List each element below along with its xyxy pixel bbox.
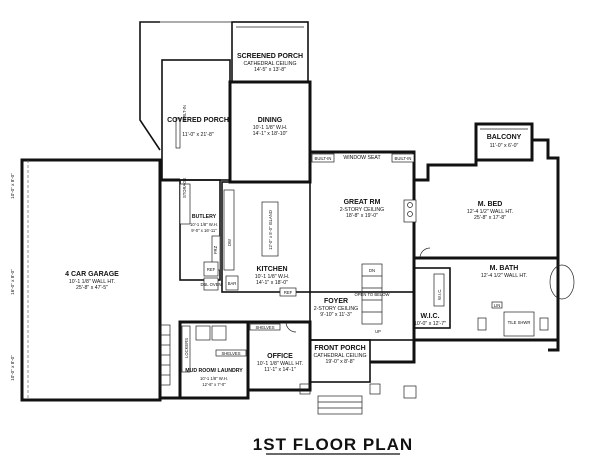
shelves-label-2: SHELVES [255,325,274,330]
butlery: STORAGE BUTLERY 10'-1 1/8" W.H. 9'-0" x … [179,177,221,281]
butlery-wall: 10'-1 1/8" W.H. [190,222,218,227]
balcony-size: 11'-0" x 6'-0" [490,143,519,149]
window-seat-builtin-right: BUILT-IN [395,156,412,161]
great-room-wall [308,150,416,260]
kitchen-wall: 10'-1 1/8" W.H. [255,274,290,280]
deck-outline [139,21,161,151]
dining-wall: 10'-1 1/8" W.H. [253,125,288,131]
mud-room-size: 12'-6" x 7'-0" [202,382,226,387]
master-bedroom: M. BED 12'-4 1/2" WALL HT. 25'-8" x 17'-… [414,138,560,260]
stairs-up-label: UP [375,329,381,334]
dining: DINING 10'-1 1/8" W.H. 14'-1" x 18'-10" [228,80,312,184]
garage-door-2: 16'-0" x 8'-0" [10,269,15,295]
great-room-ceiling: 2-STORY CEILING [340,207,384,213]
dining-size: 14'-1" x 18'-10" [253,131,288,137]
wic-name: W.I.C. [420,313,439,320]
screened-porch: SCREENED PORCH CATHEDRAL CEILING 14'-5" … [231,21,309,83]
balcony-name: BALCONY [487,134,522,141]
stairs-dn-label: DN [369,268,375,273]
kitchen-size: 14'-1" x 18'-0" [256,280,288,286]
mud-room-name: MUD ROOM/ LAUNDRY [185,368,243,374]
master-bath-name: M. BATH [490,265,519,272]
front-porch-size: 19'-0" x 8'-8" [325,359,354,365]
shelves-label: SHELVES [221,351,240,356]
wic-size: 10'-0" x 12'-7" [414,321,446,327]
bathtub [549,264,575,300]
office-name: OFFICE [267,353,293,360]
front-porch-ceiling: CATHEDRAL CEILING [313,353,366,359]
garage: 10'-0" x 8'-0" 16'-0" x 8'-0" 10'-0" x 8… [10,158,171,402]
office-size: 11'-1" x 14'-1" [264,367,296,373]
office: SHELVES OFFICE 10'-1 1/8" WALL HT. 11'-1… [246,320,312,392]
dining-name: DINING [258,117,283,124]
ref-label: REF [284,290,293,295]
mud-room-wall: 10'-1 1/8" W.H. [200,376,228,381]
great-room-size: 18'-8" x 19'-0" [346,213,378,219]
frz-label: FRZ [213,245,218,254]
screened-porch-ceiling: CATHEDRAL CEILING [243,61,296,67]
master-bed-name: M. BED [478,201,503,208]
storage-label: STORAGE [182,177,187,198]
covered-porch-size: 11'-0" x 21'-8" [182,132,214,138]
master-bed-outline [414,138,560,260]
butlery-size: 9'-0" x 16'-11" [191,228,217,233]
covered-porch-name: COVERED PORCH [167,117,229,124]
master-bath-wall: 12'-4 1/2" WALL HT. [481,273,527,279]
front-porch: FRONT PORCH CATHEDRAL CEILING 19'-0" x 8… [299,339,417,415]
garage-door-3: 10'-0" x 8'-0" [10,355,15,381]
garage-wall: 10'-1 1/8" WALL HT. [69,279,115,285]
dbl-oven-label: DBL OVEN [200,282,221,287]
garage-name: 4 CAR GARAGE [65,271,119,278]
great-room-name: GREAT RM [344,199,381,206]
covered-porch: BUILT-IN COVERED PORCH 11'-0" x 21'-8" [161,59,231,181]
lin-label: LIN [494,303,501,308]
garage-outline [20,158,162,402]
screened-porch-size: 14'-5" x 13'-8" [254,67,286,73]
kitchen: DW 12'-0" x 5'-0" ISLAND KITCHEN 10'-1 1… [200,181,311,297]
balcony-outline [474,122,534,165]
kitchen-island [261,201,279,257]
window-seat-label: WINDOW SEAT [343,155,381,161]
foyer-ceiling: 2-STORY CEILING [314,306,358,312]
lockers-label: LOCKERS [184,338,189,358]
dw-label: DW [227,239,232,246]
screened-porch-outline [231,21,309,83]
garage-door-1: 10'-0" x 8'-0" [10,173,15,199]
bar-label: BAR [228,281,237,286]
great-room: BUILT-IN BUILT-IN WINDOW SEAT GREAT RM 2… [308,150,417,260]
office-wall: 10'-1 1/8" WALL HT. [257,361,303,367]
master-bed-size: 25'-8" x 17'-8" [474,215,506,221]
walk-in-closet: W.I.C. W.I.C. 10'-0" x 12'-7" [413,267,451,329]
island-label: 12'-0" x 5'-0" ISLAND [268,210,273,250]
mud-room: LOCKERS SHELVES MUD ROOM/ LAUNDRY 10'-1 … [178,320,250,400]
garage-size: 25'-8" x 47'-5" [76,285,108,291]
window-seat-builtin-left: BUILT-IN [315,156,332,161]
covered-porch-builtin: BUILT-IN [182,105,187,122]
butlery-outline [179,179,221,281]
front-porch-name: FRONT PORCH [314,345,365,352]
foyer-size: 9'-10" x 11'-3" [320,312,352,318]
tile-shower-label: TILE SHWR [508,320,531,325]
balcony: BALCONY 11'-0" x 6'-0" [474,122,534,165]
foyer: DN OPEN TO BELOW UP FOYER 2-STORY CEILIN… [309,263,415,341]
screened-porch-name: SCREENED PORCH [237,53,303,60]
ref-label-2: REF [207,267,216,272]
kitchen-name: KITCHEN [256,266,287,273]
kitchen-outline [221,181,311,293]
wic-inner-label: W.I.C. [437,289,442,300]
plan-title: 1ST FLOOR PLAN [253,435,413,454]
foyer-name: FOYER [324,298,348,305]
master-bed-wall: 12'-4 1/2" WALL HT. [467,209,513,215]
open-to-below-label: OPEN TO BELOW [355,292,390,297]
butlery-name: BUTLERY [192,214,217,220]
